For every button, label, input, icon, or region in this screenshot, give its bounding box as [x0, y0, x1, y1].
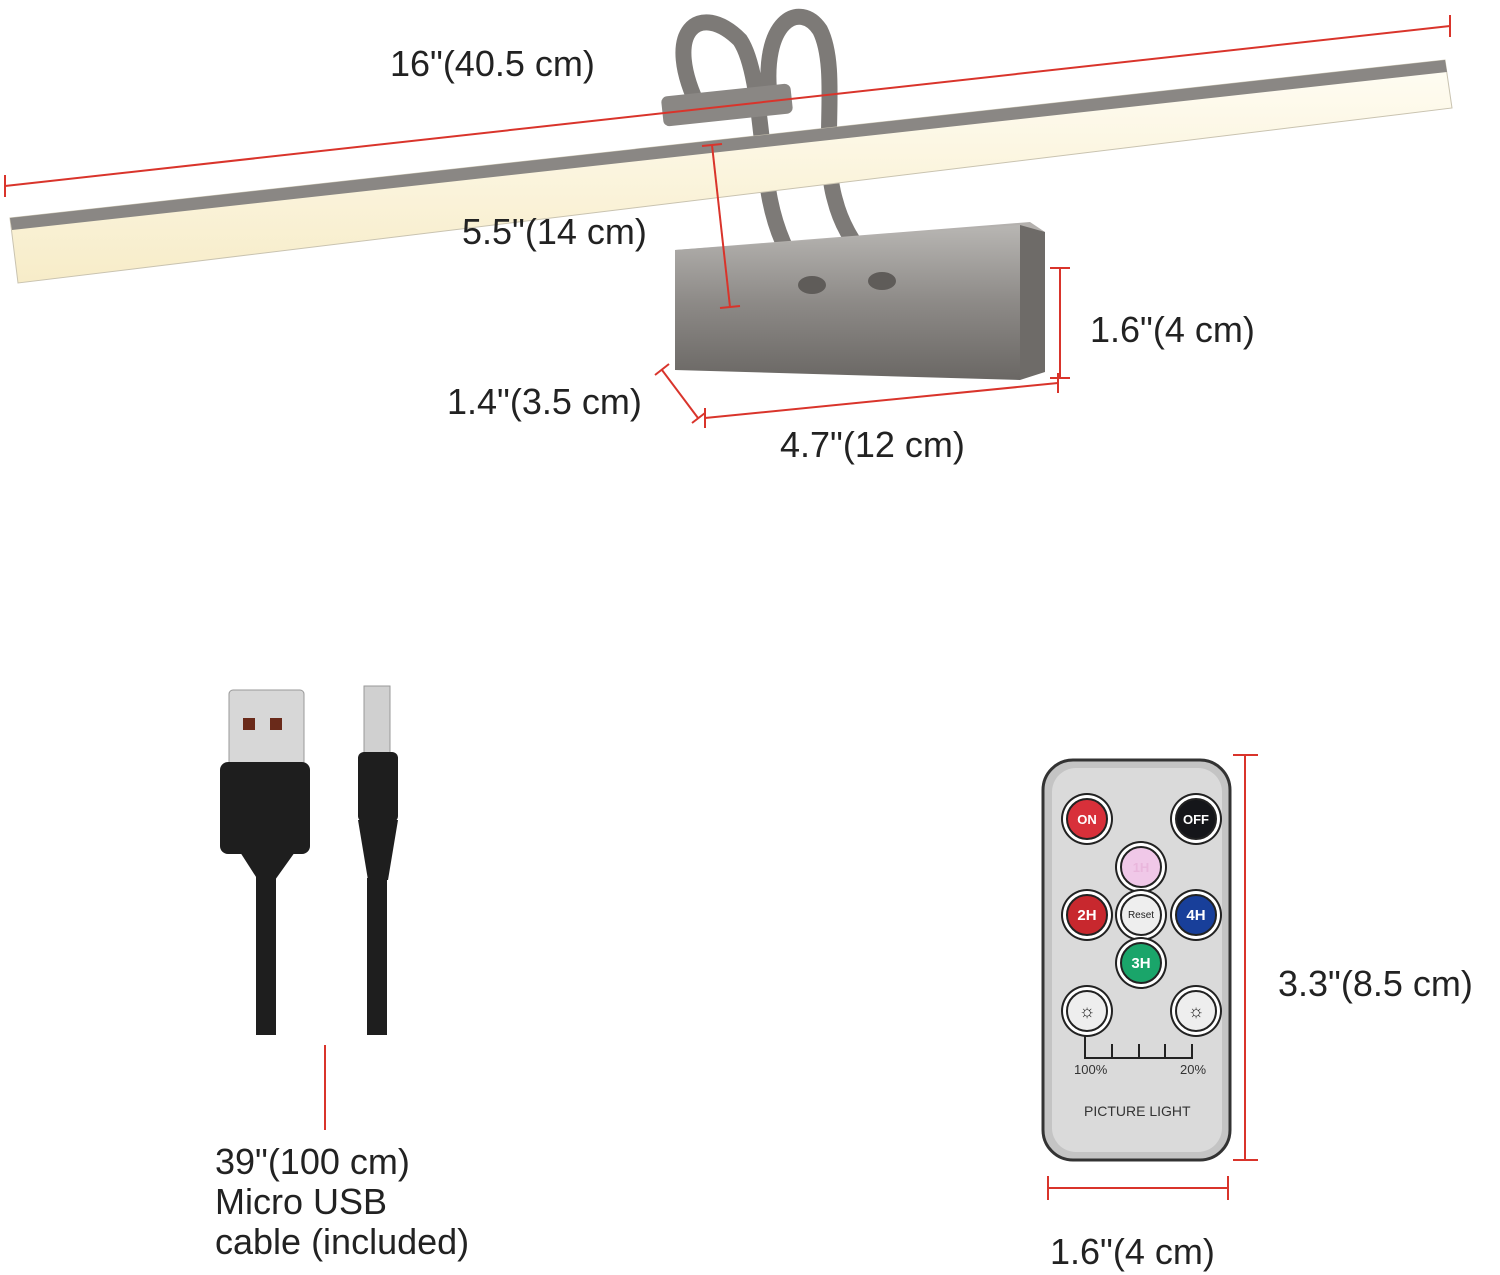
- bar-length-label: 16"(40.5 cm): [390, 43, 595, 84]
- usb-cable: [220, 689, 310, 1035]
- remote-brand-label: PICTURE LIGHT: [1084, 1103, 1191, 1119]
- light-bar: [9, 59, 1453, 284]
- arm-height-label: 5.5"(14 cm): [462, 211, 647, 252]
- lamp-base: [675, 222, 1045, 380]
- brightness-up-icon: ☼: [1066, 990, 1108, 1032]
- cable-included-label: cable (included): [215, 1221, 470, 1262]
- remote-width-label: 1.6"(4 cm): [1050, 1231, 1215, 1272]
- remote-2h-button: 2H: [1066, 894, 1108, 936]
- base-height-label: 1.6"(4 cm): [1090, 309, 1255, 350]
- remote-on-button: ON: [1066, 798, 1108, 840]
- dimension-lines: [4, 15, 1451, 1200]
- cable-type-label: Micro USB: [215, 1181, 388, 1222]
- cable-length-label: 39"(100 cm): [215, 1141, 410, 1182]
- scale-left-label: 100%: [1074, 1062, 1108, 1077]
- remote-height-label: 3.3"(8.5 cm): [1278, 963, 1473, 1004]
- dc-cable: [358, 685, 398, 1035]
- base-width-label: 4.7"(12 cm): [780, 424, 965, 465]
- brightness-down-icon: ☼: [1175, 990, 1217, 1032]
- scale-right-label: 20%: [1180, 1062, 1207, 1077]
- remote-1h-button: 1H: [1120, 846, 1162, 888]
- remote-4h-button: 4H: [1175, 894, 1217, 936]
- remote-off-button: OFF: [1175, 798, 1217, 840]
- remote-reset-button: Reset: [1120, 894, 1162, 936]
- base-depth-label: 1.4"(3.5 cm): [447, 381, 642, 422]
- remote-3h-button: 3H: [1120, 942, 1162, 984]
